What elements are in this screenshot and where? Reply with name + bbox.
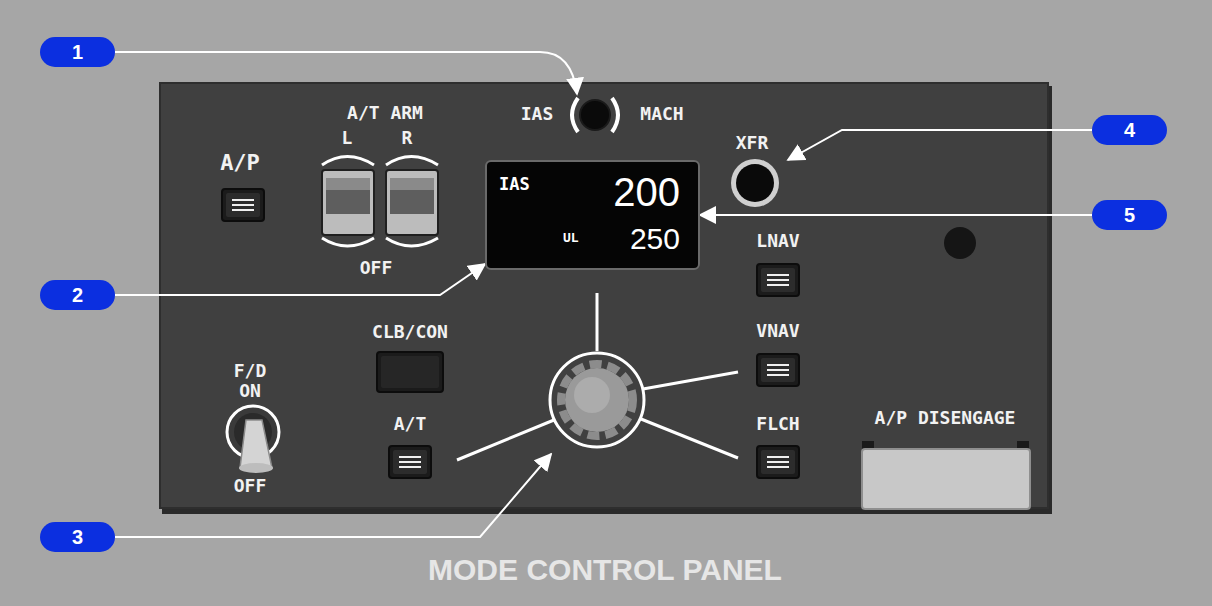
panel-label: CLB/CON — [372, 322, 448, 342]
vnav-button — [757, 354, 799, 386]
clb-con-button — [377, 352, 443, 392]
at-arm-switch-left — [322, 170, 374, 235]
panel-label: OFF — [234, 476, 267, 496]
panel-label: MACH — [640, 104, 683, 124]
callout-badge: 4 — [1092, 115, 1167, 145]
switch-arc — [322, 157, 374, 166]
knob-line — [596, 293, 599, 351]
knob-line — [457, 420, 554, 460]
knob-line — [641, 419, 738, 458]
panel-label: LNAV — [756, 231, 799, 251]
speed-knob-ring — [550, 353, 644, 447]
panel-label: XFR — [736, 133, 769, 153]
at-button — [389, 446, 431, 478]
panel-label: L — [342, 128, 353, 148]
clb-con-button-face — [381, 356, 439, 388]
leader-line — [115, 52, 577, 94]
panel-label: A/T — [394, 414, 427, 434]
callout-number: 3 — [72, 526, 83, 549]
callout-number: 4 — [1124, 119, 1135, 142]
panel-label: A/T ARM — [347, 103, 423, 123]
fd-switch-lever — [240, 420, 272, 468]
display-readout: 250 — [630, 222, 680, 256]
at-arm-switch-right — [386, 170, 438, 235]
callout-badge: 1 — [40, 37, 115, 67]
display-readout: 200 — [613, 170, 680, 215]
flch-button — [757, 446, 799, 478]
panel-label: VNAV — [756, 321, 799, 341]
panel-label: R — [402, 128, 413, 148]
panel-label: F/D ON — [230, 361, 270, 401]
leader-line — [788, 130, 1092, 160]
callout-number: 1 — [72, 41, 83, 64]
xfr-button — [736, 164, 774, 202]
leader-line — [115, 264, 485, 295]
xfr-button-ring — [731, 159, 779, 207]
panel-label: FLCH — [756, 414, 799, 434]
panel-label: IAS — [521, 104, 554, 124]
fd-switch-tip — [239, 463, 273, 473]
callout-badge: 3 — [40, 522, 115, 552]
display-readout: UL — [563, 230, 579, 245]
display-readout: IAS — [499, 174, 530, 194]
callout-number: 5 — [1124, 204, 1135, 227]
ias-mach-knob — [580, 100, 610, 130]
speed-knob — [565, 368, 629, 432]
knob-line — [643, 372, 738, 389]
speed-knob-highlight — [574, 377, 610, 413]
callout-number: 2 — [72, 284, 83, 307]
panel-label: A/P — [220, 151, 260, 175]
selector-bracket — [612, 98, 618, 132]
switch-arc — [386, 157, 438, 166]
panel-light — [944, 227, 976, 259]
caption: MODE CONTROL PANEL — [428, 553, 782, 587]
panel-label: A/P DISENGAGE — [875, 408, 1016, 428]
ap-button — [222, 189, 264, 221]
ap-disengage-bar — [862, 449, 1030, 509]
lnav-button — [757, 264, 799, 296]
leader-line — [700, 214, 1092, 216]
callout-badge: 2 — [40, 280, 115, 310]
speed-knob-teeth — [561, 364, 633, 436]
panel-label: OFF — [360, 258, 393, 278]
selector-bracket — [572, 98, 578, 132]
leader-line — [115, 454, 551, 537]
switch-arc — [386, 238, 438, 246]
callout-badge: 5 — [1092, 200, 1167, 230]
speed-display: IAS 200UL 250 — [485, 160, 700, 270]
switch-arc — [322, 238, 374, 246]
